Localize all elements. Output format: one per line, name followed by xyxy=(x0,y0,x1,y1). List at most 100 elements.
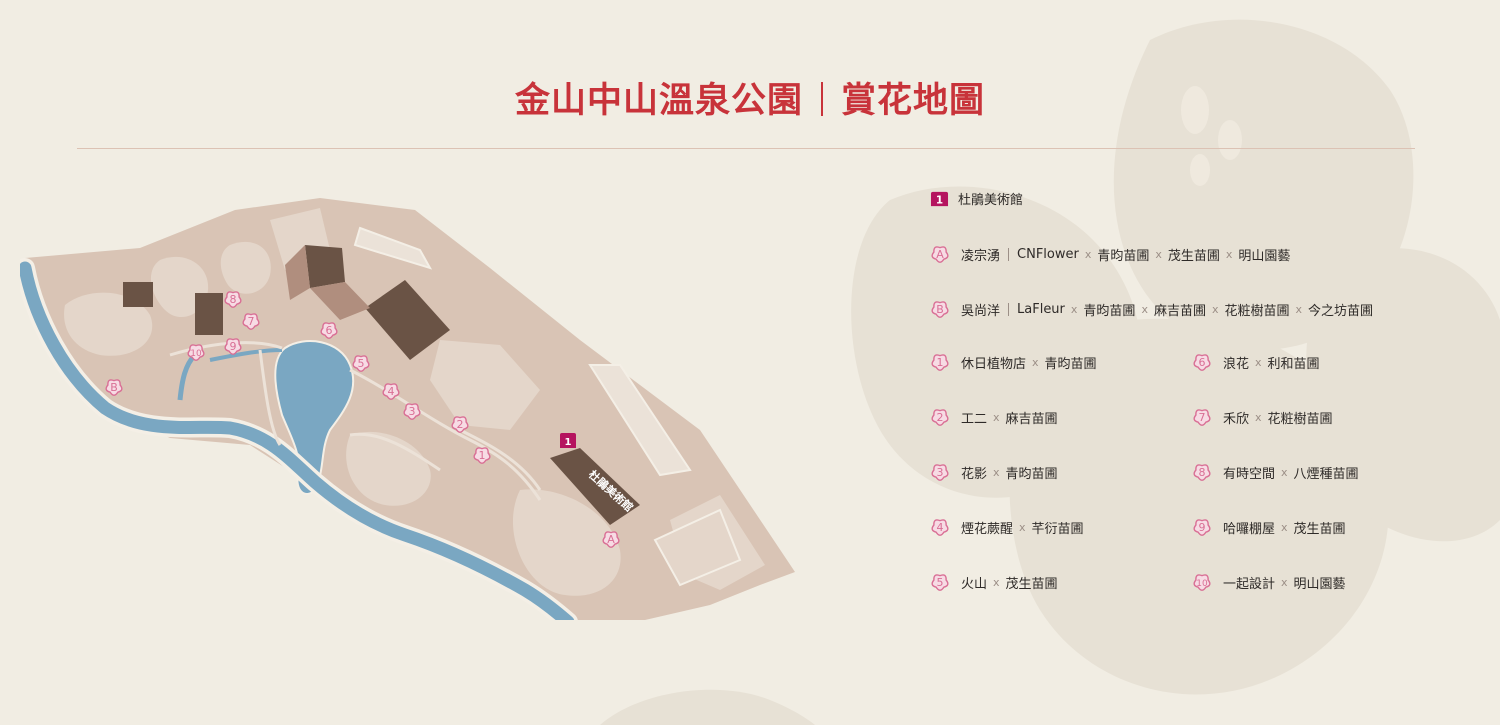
svg-text:4: 4 xyxy=(937,521,944,534)
legend-x-separator: x xyxy=(1225,247,1233,261)
map-marker-4: 4 xyxy=(382,383,400,400)
flower-marker-icon: 6 xyxy=(1193,354,1211,371)
legend-partner-name: 今之坊苗圃 xyxy=(1308,303,1374,319)
legend-x-separator: x xyxy=(1255,355,1262,369)
flower-marker-icon: 5 xyxy=(931,574,949,591)
legend-partner-name: 茂生苗圃 xyxy=(1167,248,1220,264)
building-annex xyxy=(310,282,370,320)
legend-partner-name: 青昀苗圃 xyxy=(1083,303,1136,319)
legend-x-separator: x xyxy=(1255,410,1262,424)
legend-partner-name: 八煙種苗圃 xyxy=(1293,466,1359,482)
svg-text:5: 5 xyxy=(937,576,944,589)
svg-text:7: 7 xyxy=(1199,411,1206,424)
legend-x-separator: x xyxy=(1019,520,1026,534)
flower-marker-icon: 2 xyxy=(451,416,469,433)
legend-item-name: 一起設計 xyxy=(1223,576,1276,592)
map-marker-3: 3 xyxy=(403,403,421,420)
flower-marker-icon: 10 xyxy=(1193,574,1211,591)
flower-marker-icon: 4 xyxy=(931,519,949,536)
legend-partner-name: 利和苗圃 xyxy=(1267,356,1320,372)
legend-x-separator: x xyxy=(1084,247,1092,261)
legend-x-separator: x xyxy=(1281,520,1288,534)
flower-marker-icon: B xyxy=(105,379,123,396)
legend-partner-name: 明山園藝 xyxy=(1238,248,1291,264)
map-marker-7: 7 xyxy=(242,313,260,330)
svg-text:B: B xyxy=(936,303,944,316)
map-marker-10: 10 xyxy=(187,344,205,361)
svg-text:1: 1 xyxy=(936,194,943,206)
legend-partner-name: 芊衍苗圃 xyxy=(1031,521,1084,537)
river-water xyxy=(20,261,575,620)
legend-partner-name: 青昀苗圃 xyxy=(1044,356,1097,372)
flower-marker-icon: 5 xyxy=(352,355,370,372)
svg-text:5: 5 xyxy=(358,357,365,370)
legend-item-5: 5 火山 x 茂生苗圃 xyxy=(928,570,1058,594)
legend-separator-bar xyxy=(1008,247,1010,261)
legend-x-separator: x xyxy=(993,410,1000,424)
page-title: 金山中山溫泉公園賞花地圖 xyxy=(0,72,1500,123)
title-map-name: 賞花地圖 xyxy=(841,81,986,121)
title-separator xyxy=(821,82,823,116)
legend-item-name: 哈囉棚屋 xyxy=(1223,521,1276,537)
stream xyxy=(209,348,283,362)
flower-marker-icon: 7 xyxy=(1193,409,1211,426)
flower-marker-icon: 4 xyxy=(382,383,400,400)
map-marker-6: 6 xyxy=(320,322,338,339)
svg-text:B: B xyxy=(110,381,118,394)
legend-item-name: 煙花蕨醒 xyxy=(961,521,1014,537)
legend-x-separator: x xyxy=(1295,302,1303,316)
legend-x-separator: x xyxy=(993,465,1000,479)
legend-partner-name: CNFlower xyxy=(1017,246,1079,262)
flower-marker-icon: 3 xyxy=(931,464,949,481)
legend-x-separator: x xyxy=(1032,355,1039,369)
map-marker-1: 1 xyxy=(473,447,491,464)
legend-partner-name: 花粧樹苗圃 xyxy=(1224,303,1290,319)
svg-text:10: 10 xyxy=(190,349,202,359)
legend-x-separator: x xyxy=(993,575,1000,589)
legend-x-separator: x xyxy=(1070,302,1078,316)
legend-designer-name: 凌宗湧 xyxy=(961,248,1001,264)
flower-marker-icon: 9 xyxy=(224,338,242,355)
legend-partner-name: 茂生苗圃 xyxy=(1005,576,1058,592)
legend-x-separator: x xyxy=(1155,247,1162,261)
museum-square-icon: 1 xyxy=(930,191,949,206)
flower-marker-icon: B xyxy=(931,301,949,318)
svg-text:3: 3 xyxy=(937,466,944,479)
flower-marker-icon: A xyxy=(931,246,949,263)
legend-separator-bar xyxy=(1008,302,1010,316)
plaza xyxy=(653,508,742,587)
legend-item-name: 休日植物店 xyxy=(961,356,1027,372)
map-marker-5: 5 xyxy=(352,355,370,372)
legend-item-name: 花影 xyxy=(961,466,988,482)
flower-marker-icon: 10 xyxy=(187,344,205,361)
legend-x-separator: x xyxy=(1281,465,1288,479)
map-marker-9: 9 xyxy=(224,338,242,355)
map-marker-a: A xyxy=(602,531,620,548)
building-annex xyxy=(285,245,310,300)
legend-item-name: 火山 xyxy=(961,576,988,592)
flower-marker-icon: 2 xyxy=(931,409,949,426)
svg-text:1: 1 xyxy=(479,449,486,462)
parking-area xyxy=(353,226,692,477)
legend-item-name: 禾欣 xyxy=(1223,411,1250,427)
flower-marker-icon: 3 xyxy=(403,403,421,420)
flower-marker-icon: A xyxy=(602,531,620,548)
flower-marker-icon: 8 xyxy=(224,291,242,308)
legend-partner-name: 明山園藝 xyxy=(1293,576,1346,592)
svg-text:9: 9 xyxy=(230,340,237,353)
svg-text:6: 6 xyxy=(1199,356,1206,369)
svg-text:A: A xyxy=(936,248,944,261)
flower-marker-icon: 9 xyxy=(1193,519,1211,536)
flower-marker-icon: 1 xyxy=(931,354,949,371)
legend-item-1: 1 休日植物店 x 青昀苗圃 xyxy=(928,350,1097,374)
